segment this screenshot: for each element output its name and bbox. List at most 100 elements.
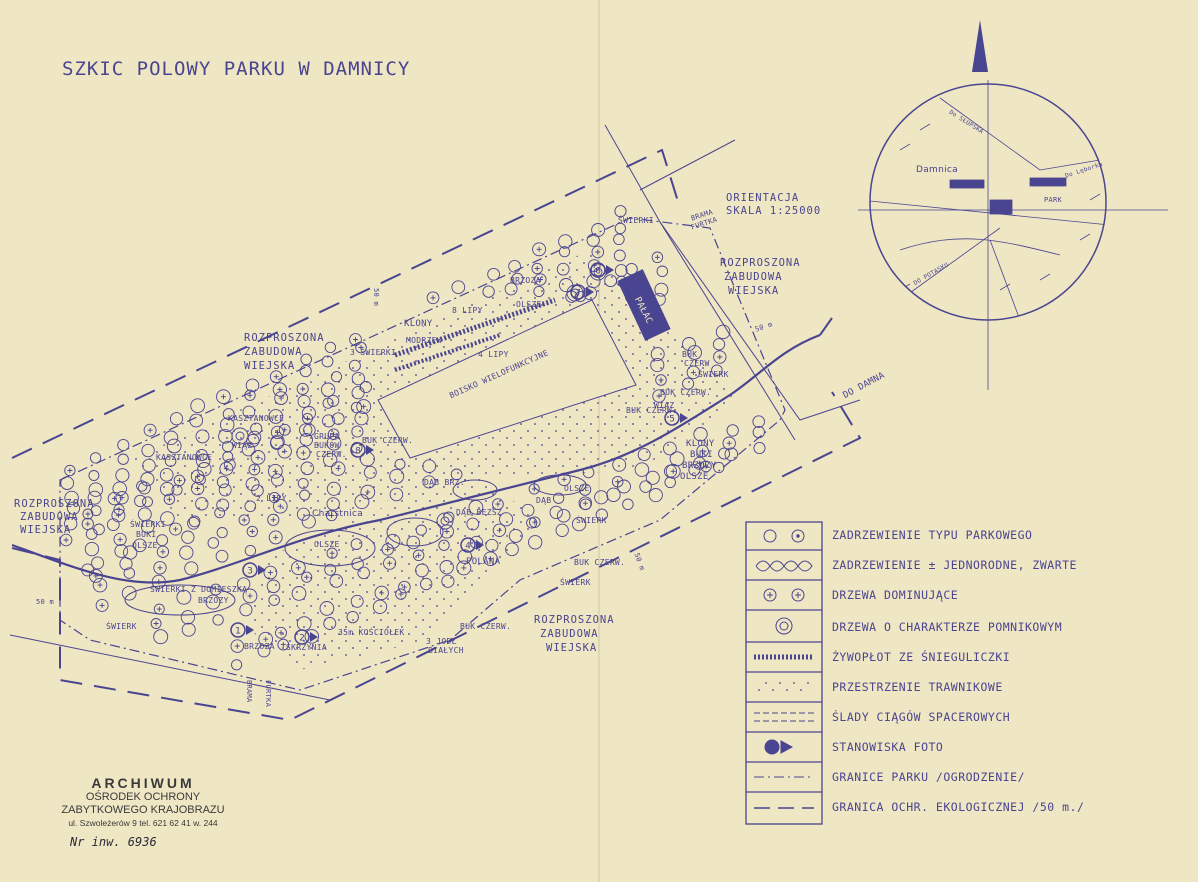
- dominant-tree-mark: [495, 501, 501, 507]
- tree: [59, 533, 73, 547]
- tree: [156, 534, 169, 547]
- tree: [299, 423, 313, 437]
- dominant-tree-mark: [273, 534, 279, 540]
- tree: [117, 453, 129, 465]
- tree: [123, 567, 136, 579]
- polana-label: POLANA: [466, 557, 501, 567]
- park-trees: [59, 205, 766, 671]
- tree: [267, 513, 280, 526]
- legend-item: DRZEWA O CHARAKTERZE POMNIKOWYM: [832, 620, 1063, 634]
- tree-label: BUK CZERW.: [362, 436, 414, 445]
- dominant-tree-mark: [329, 550, 335, 556]
- tree: [552, 492, 565, 504]
- tree-label: KLONY: [686, 439, 715, 449]
- tree: [359, 380, 372, 394]
- tree: [267, 463, 283, 479]
- tree-label: BUK CZERW.: [460, 622, 512, 631]
- dominant-tree-mark: [653, 315, 659, 321]
- tree: [251, 484, 264, 497]
- photo-station-number: 8: [355, 447, 361, 457]
- tree: [625, 291, 637, 303]
- legend-item: GRANICE PARKU /OGRODZENIE/: [832, 770, 1026, 784]
- dominant-tree-mark: [496, 527, 502, 533]
- gate-bottom-l2: FURTKA: [264, 680, 272, 708]
- tree: [687, 345, 702, 360]
- tree: [483, 551, 498, 566]
- tree-label: SKRZYNIA: [286, 643, 327, 652]
- tree: [244, 544, 257, 557]
- dominant-tree-mark: [532, 519, 538, 525]
- tree: [722, 436, 736, 450]
- tree: [594, 490, 609, 505]
- tree: [639, 480, 652, 493]
- tree: [171, 484, 183, 496]
- dominant-tree-mark: [461, 565, 467, 571]
- tree: [250, 422, 263, 435]
- tree: [412, 549, 425, 562]
- tree-label: ŚWIERK: [560, 578, 591, 587]
- dominant-tree-mark: [430, 295, 436, 301]
- tree: [606, 487, 621, 502]
- dominant-tree-mark: [444, 529, 450, 534]
- dominant-tree-mark: [273, 374, 279, 380]
- tree: [614, 205, 627, 218]
- tree: [303, 423, 316, 437]
- scale-label: SKALA 1:25000: [726, 205, 822, 217]
- tree: [422, 475, 436, 489]
- tree: [420, 577, 433, 591]
- tree: [549, 505, 563, 520]
- dominant-tree-mark: [147, 427, 153, 433]
- tree: [214, 507, 226, 519]
- tree: [245, 378, 260, 393]
- tree: [82, 508, 94, 520]
- tree: [195, 429, 210, 444]
- tree: [438, 539, 450, 551]
- tree: [272, 498, 288, 514]
- tree: [612, 457, 627, 472]
- tree: [106, 518, 120, 531]
- tree-label: 8 LIPY: [452, 306, 483, 315]
- tree: [348, 359, 361, 372]
- tree: [528, 483, 540, 495]
- dominant-tree-mark: [272, 468, 278, 474]
- tree: [299, 365, 312, 378]
- dominant-tree-mark: [255, 454, 261, 460]
- tree-label: BIAŁYCH: [428, 646, 464, 655]
- tree: [622, 498, 634, 511]
- dominant-tree-mark: [67, 468, 73, 473]
- tree: [323, 452, 338, 468]
- dominant-tree-mark: [619, 278, 624, 284]
- tree: [330, 461, 346, 476]
- tree: [715, 324, 731, 340]
- tree: [300, 461, 315, 476]
- dense-clusters: [124, 474, 587, 616]
- tree-label: 35m KOŚCIÓŁEK: [338, 628, 405, 637]
- tree: [297, 394, 311, 408]
- monument-tree: [440, 516, 450, 526]
- photo-station-number: 4: [465, 542, 471, 552]
- dominant-tree-mark: [582, 500, 588, 506]
- tree: [582, 466, 595, 479]
- zone-right-l3: WIEJSKA: [728, 285, 780, 297]
- tree-label: ŚWIERKI: [618, 216, 654, 225]
- tree: [389, 468, 405, 484]
- tree: [92, 577, 108, 593]
- tree: [159, 467, 174, 482]
- tree-label: ŚWIERK: [106, 622, 137, 631]
- tree: [457, 549, 473, 564]
- tree: [521, 503, 535, 517]
- tree: [395, 588, 407, 600]
- tree: [88, 568, 103, 583]
- tree: [652, 292, 666, 306]
- tree: [163, 493, 176, 505]
- photo-station-number: 2: [299, 634, 305, 644]
- tree: [583, 286, 598, 301]
- dominant-tree-mark: [537, 277, 543, 282]
- tree: [197, 462, 212, 477]
- photo-station-marker: [294, 629, 310, 645]
- tree: [268, 409, 284, 424]
- tree: [299, 433, 313, 447]
- dominant-tree-mark: [726, 440, 732, 446]
- tree: [351, 425, 364, 438]
